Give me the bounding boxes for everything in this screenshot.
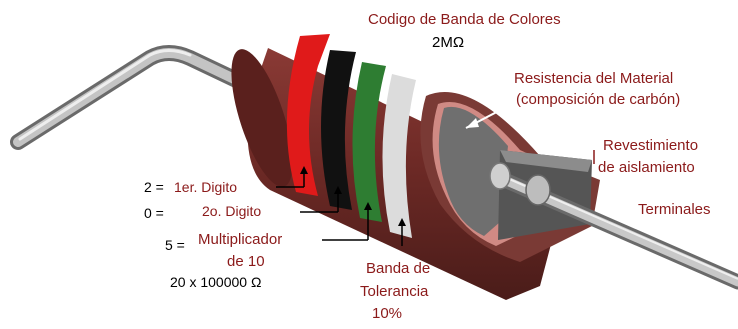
- title-label: Codigo de Banda de Colores: [368, 11, 561, 28]
- resistance-value: 2MΩ: [432, 34, 465, 51]
- tolerance-label-line3: 10%: [372, 305, 403, 322]
- multiplier-value: 5 =: [165, 237, 185, 253]
- band-black: [321, 50, 356, 210]
- digit2-value: 0 =: [144, 205, 164, 221]
- terminals-label: Terminales: [638, 201, 711, 218]
- digit1-value: 2 =: [144, 179, 164, 195]
- digit2-label: 2o. Digito: [202, 203, 262, 219]
- terminal-cap: [489, 162, 511, 190]
- multiplier-label-line1: Multiplicador: [198, 231, 283, 248]
- band-red: [286, 34, 330, 196]
- coating-label-line2: de aislamiento: [598, 159, 695, 176]
- material-label-line1: Resistencia del Material: [514, 70, 674, 87]
- tolerance-label-line1: Banda de: [366, 260, 431, 277]
- band-green: [352, 62, 386, 222]
- tolerance-label-line2: Tolerancia: [360, 283, 429, 300]
- band-silver: [382, 74, 416, 238]
- multiplier-formula: 20 x 100000 Ω: [170, 274, 262, 290]
- digit1-label: 1er. Digito: [174, 179, 238, 195]
- coating-label-line1: Revestimiento: [603, 137, 699, 154]
- material-label-line2: (composición de carbón): [516, 91, 681, 108]
- multiplier-label-line2: de 10: [227, 253, 265, 270]
